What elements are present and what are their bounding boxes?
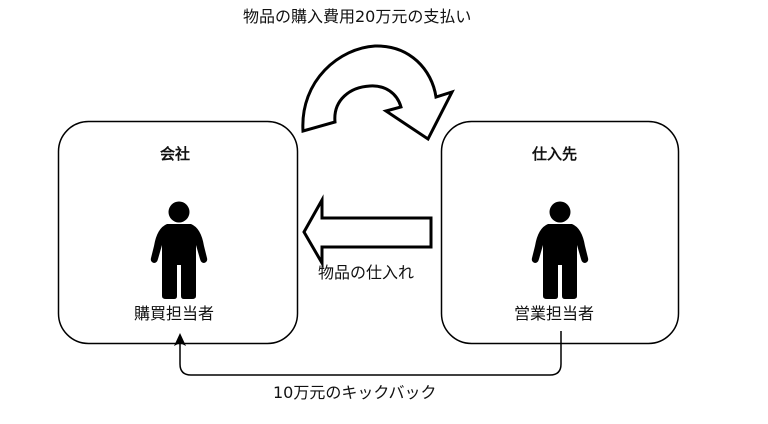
kickback-connector bbox=[179, 331, 562, 376]
company-title: 会社 bbox=[160, 145, 191, 163]
goods-arrow bbox=[302, 194, 433, 269]
company-person-icon bbox=[150, 201, 208, 299]
supplier-title: 仕入先 bbox=[532, 145, 578, 163]
payment-label: 物品の購入費用20万元の支払い bbox=[243, 7, 472, 26]
supplier-person-icon bbox=[531, 201, 589, 299]
kickback-arrowhead bbox=[174, 333, 186, 346]
curved-payment-arrow bbox=[301, 44, 455, 142]
kickback-label: 10万元のキックバック bbox=[273, 383, 437, 402]
company-person-label: 購買担当者 bbox=[134, 304, 215, 323]
goods-label: 物品の仕入れ bbox=[318, 263, 415, 282]
supplier-person-label: 営業担当者 bbox=[514, 304, 595, 323]
